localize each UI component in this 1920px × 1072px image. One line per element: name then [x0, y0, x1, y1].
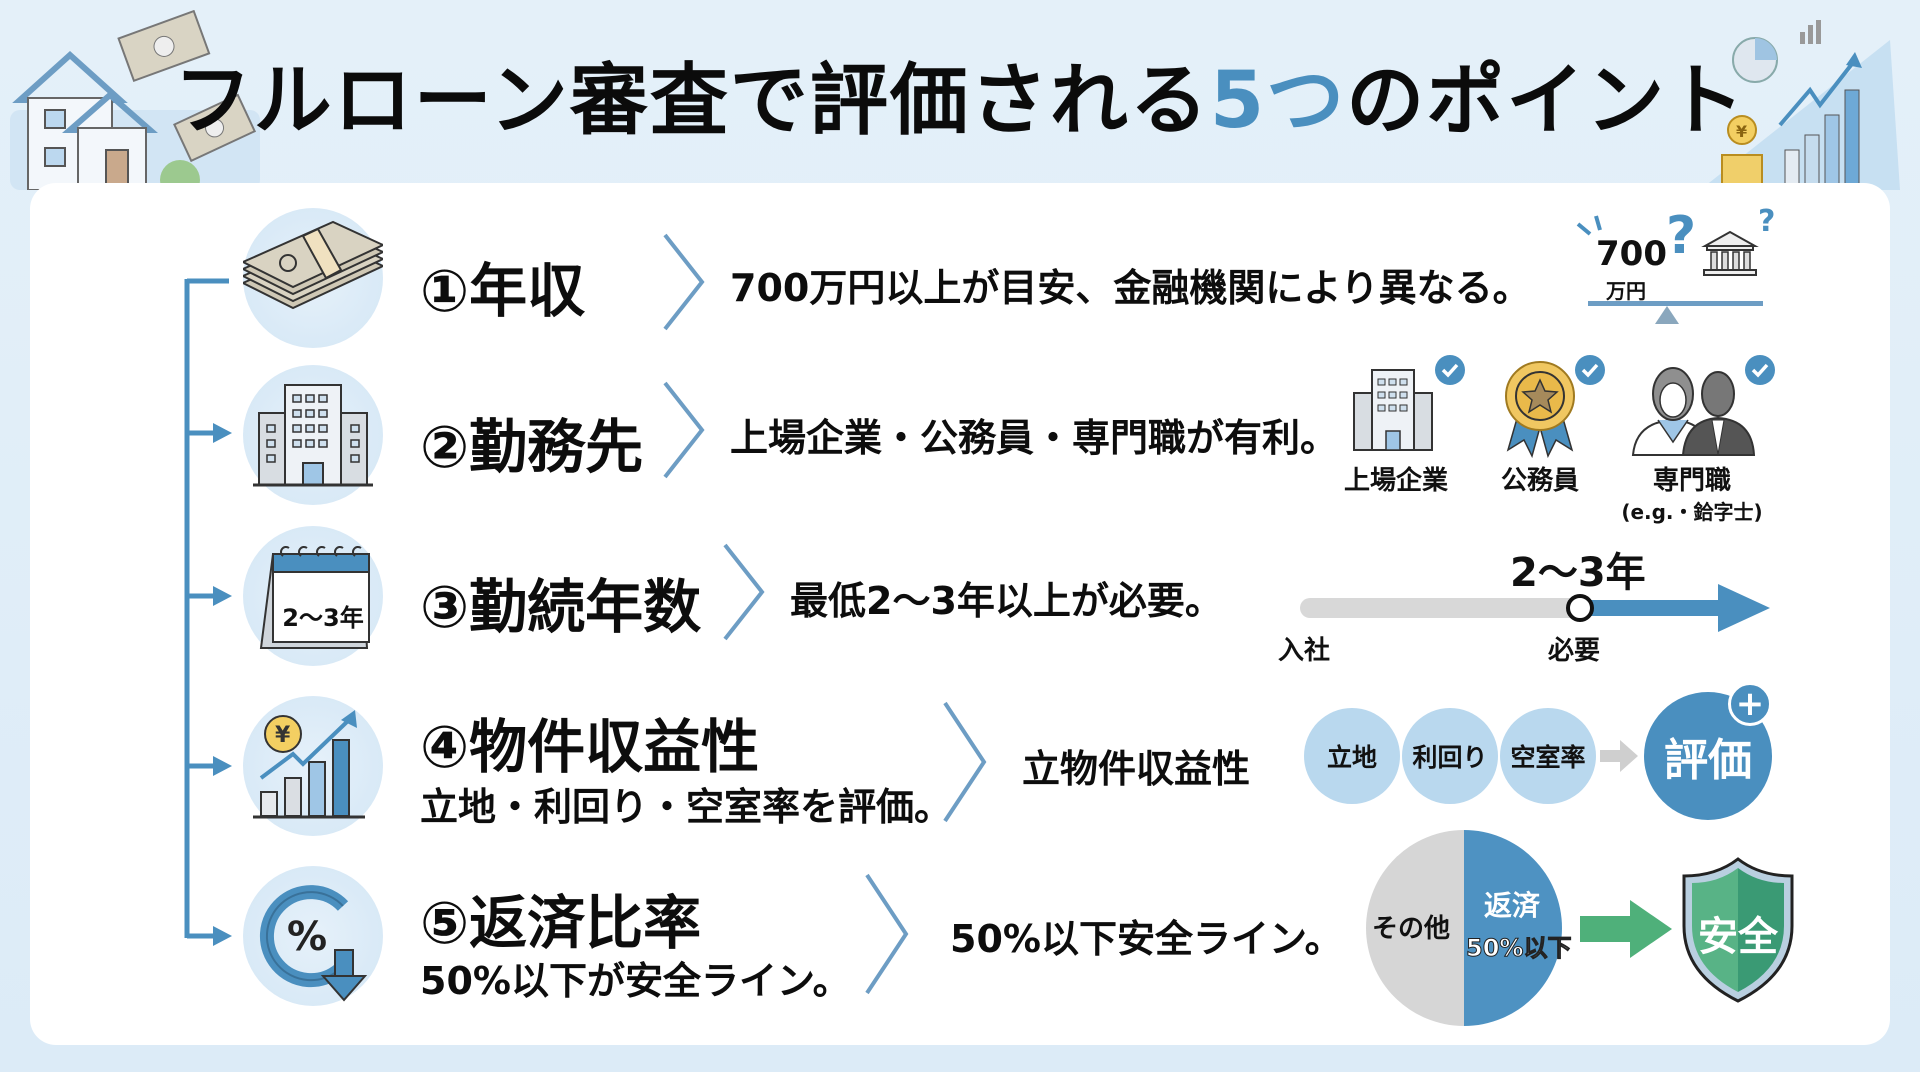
chevron-right-icon: [865, 873, 909, 995]
factor-vacancy-rate: 空室率: [1500, 708, 1596, 804]
professionals-icon: [1631, 367, 1756, 456]
title-prefix: フルローン審査で評価される: [173, 56, 1210, 146]
chevron-right-icon: [723, 543, 765, 641]
medal-icon: [1505, 361, 1575, 458]
listed-company-icon: [1353, 369, 1433, 451]
point-1-description: 700万円以上が目安、金融機関により異なる。: [730, 266, 1531, 310]
timeline-start-label: 入社: [1278, 636, 1331, 666]
shield-icon: [1682, 857, 1794, 1003]
pie-repayment-value: 50%以下: [1465, 934, 1572, 963]
point-4-title: ④物件収益性: [420, 713, 760, 781]
check-badge-icon: [1745, 355, 1775, 385]
calendar-icon: 2〜3年: [243, 526, 383, 666]
factor-yield: 利回り: [1402, 708, 1498, 804]
arrow-right-icon: [1580, 900, 1672, 958]
bank-scale-icon: [1576, 215, 1763, 324]
plus-icon: +: [1728, 682, 1772, 726]
point-5-description: 50%以下安全ライン。: [950, 917, 1343, 961]
finance-chart-illustration: ¥: [1700, 20, 1900, 190]
pie-repayment-label: 返済: [1484, 889, 1541, 922]
point-2-description: 上場企業・公務員・専門職が有利。: [730, 416, 1339, 460]
house-money-illustration: [10, 10, 260, 190]
check-badge-icon: [1575, 355, 1605, 385]
timeline-duration-label: 2〜3年: [1510, 550, 1646, 596]
title-suffix: のポイント: [1346, 56, 1747, 146]
percent-down-icon: %: [243, 866, 383, 1006]
point-4-description: 立物件収益性: [1022, 747, 1251, 791]
growth-chart-icon: ¥: [243, 696, 383, 836]
point-3-description: 最低2〜3年以上が必要。: [790, 579, 1223, 623]
chevron-right-icon: [943, 701, 987, 823]
point-2-title: ②勤務先: [420, 413, 644, 481]
check-badge-icon: [1435, 355, 1465, 385]
repayment-pie-chart: [1366, 830, 1562, 1026]
chevron-right-icon: [663, 233, 705, 331]
listed-company-label: 上場企業: [1343, 466, 1448, 496]
point-3-title: ③勤続年数: [420, 573, 702, 641]
calendar-text: 2〜3年: [282, 604, 364, 632]
professional-example-label: (e.g.・鉿字士): [1621, 500, 1763, 524]
point-4-subtitle: 立地・利回り・空室率を評価。: [420, 785, 953, 829]
safe-label: 安全: [1698, 914, 1778, 960]
svg-text:¥: ¥: [1736, 122, 1747, 141]
point-5-title: ⑤返済比率: [420, 889, 702, 957]
pie-other-label: その他: [1372, 914, 1451, 944]
timeline-required-label: 必要: [1548, 636, 1601, 666]
page-title: フルローン審査で評価される5つのポイント: [0, 38, 1920, 150]
timeline-arrow: [1300, 584, 1770, 632]
factor-location: 立地: [1304, 708, 1400, 804]
point-5-subtitle: 50%以下が安全ライン。: [420, 959, 851, 1003]
chevron-right-icon: [663, 381, 705, 479]
professional-label: 専門職: [1652, 466, 1731, 496]
svg-text:¥: ¥: [275, 723, 291, 748]
office-building-icon: [243, 365, 383, 505]
arrow-right-icon: [1600, 740, 1638, 772]
svg-text:%: %: [287, 914, 327, 960]
title-accent: 5つ: [1209, 56, 1347, 146]
civil-servant-label: 公務員: [1500, 466, 1579, 496]
point-1-title: ①年収: [420, 257, 586, 325]
money-stack-icon: [243, 208, 383, 348]
